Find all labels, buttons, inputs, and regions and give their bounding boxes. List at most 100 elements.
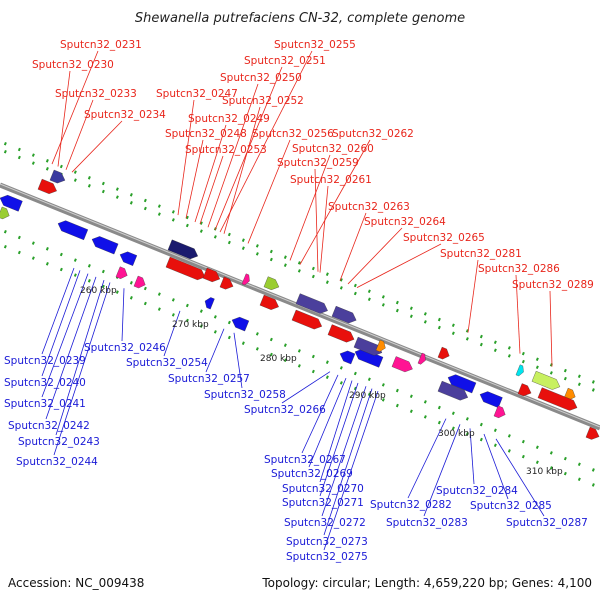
tick-dot	[521, 454, 525, 459]
tick-dot	[381, 383, 385, 387]
tick-dot	[437, 420, 441, 425]
gene-label-top: Sputcn32_0252	[222, 95, 304, 107]
tick-dot	[101, 181, 105, 186]
leader-line-bottom	[319, 380, 353, 483]
tick-dot	[115, 195, 119, 199]
tick-dot	[423, 320, 427, 324]
tick-dot	[493, 340, 497, 345]
gene-feature	[231, 316, 250, 332]
gene-label-bottom: Sputcn32_0241	[4, 398, 86, 410]
tick-dot	[213, 330, 217, 334]
gene-feature	[37, 178, 57, 194]
tick-dot	[185, 215, 189, 220]
tick-dot	[87, 264, 91, 268]
gene-feature	[391, 356, 413, 373]
gene-feature	[241, 273, 250, 286]
leader-line-top	[71, 120, 123, 173]
leader-line-top	[65, 99, 94, 170]
tick-dot	[535, 365, 539, 370]
tick-dot	[87, 279, 91, 283]
tick-dot	[395, 308, 399, 313]
tick-dot	[171, 313, 175, 317]
tick-dot	[31, 256, 35, 260]
tick-dot	[115, 290, 119, 294]
tick-dot	[101, 284, 105, 289]
leader-line-top	[247, 139, 291, 244]
leader-line-bottom	[121, 288, 125, 342]
tick-dot	[171, 210, 175, 214]
leader-line-top	[223, 106, 261, 234]
tick-dot	[129, 296, 133, 300]
gene-label-bottom: Sputcn32_0271	[282, 497, 364, 509]
tick-dot	[577, 477, 581, 482]
gene-label-bottom: Sputcn32_0285	[470, 500, 552, 512]
tick-dot	[59, 252, 63, 257]
tick-dot	[31, 153, 35, 157]
gene-label-bottom: Sputcn32_0242	[8, 420, 90, 432]
tick-dot	[381, 398, 385, 402]
tick-dot	[437, 405, 441, 410]
gene-label-bottom: Sputcn32_0287	[506, 517, 588, 529]
leader-line-top	[177, 99, 195, 216]
gene-feature	[0, 194, 23, 212]
tick-dot	[45, 159, 49, 163]
gene-label-top: Sputcn32_0253	[185, 144, 267, 156]
tick-dot	[507, 449, 511, 453]
tick-dot	[451, 323, 455, 327]
gene-feature	[133, 275, 146, 289]
gene-feature	[515, 364, 524, 377]
gene-label-top: Sputcn32_0230	[32, 59, 114, 71]
tick-dot	[367, 377, 371, 381]
tick-dot	[241, 341, 245, 345]
tick-dot	[465, 417, 469, 421]
leader-line-bottom	[55, 280, 105, 436]
tick-dot	[73, 273, 77, 277]
tick-dot	[45, 167, 49, 171]
tick-dot	[311, 369, 315, 374]
gene-feature	[585, 426, 600, 440]
gene-feature	[165, 256, 206, 281]
gene-label-bottom: Sputcn32_0240	[4, 377, 86, 389]
gene-label-bottom: Sputcn32_0270	[282, 483, 364, 495]
tick-dot	[423, 312, 427, 316]
gene-feature	[291, 309, 323, 330]
gene-feature	[57, 220, 89, 241]
accession-text: Accession: NC_009438	[8, 576, 144, 590]
tick-dot	[115, 187, 119, 191]
leader-line-bottom	[163, 310, 181, 357]
gene-labels: Sputcn32_0231Sputcn32_0230Sputcn32_0233S…	[4, 39, 594, 563]
tick-dot	[269, 257, 273, 262]
tick-dot	[535, 460, 539, 465]
leader-line-bottom	[41, 273, 89, 398]
tick-dot	[213, 235, 217, 239]
gene-feature	[91, 236, 119, 255]
tick-dot	[31, 161, 35, 165]
tick-dot	[451, 411, 455, 415]
tick-dot	[199, 324, 203, 328]
gene-feature	[202, 267, 221, 283]
leader-line-top	[299, 139, 371, 265]
tick-dot	[297, 349, 301, 353]
tick-dot	[493, 428, 497, 433]
tick-dot	[311, 354, 315, 359]
gene-label-bottom: Sputcn32_0283	[386, 517, 468, 529]
tick-dot	[129, 193, 133, 197]
gene-feature	[479, 391, 503, 408]
tick-dot	[493, 348, 497, 353]
tick-dot	[185, 223, 189, 228]
tick-dot	[423, 400, 427, 404]
scale-label: 280 kbp	[260, 354, 297, 364]
scale-label: 310 kbp	[526, 467, 563, 477]
label-leaders	[41, 50, 553, 551]
tick-dot	[465, 337, 469, 341]
tick-dot	[549, 451, 553, 455]
gene-feature	[263, 276, 280, 290]
tick-dot	[227, 232, 231, 237]
tick-dot	[409, 394, 413, 398]
tick-dot	[535, 357, 539, 362]
tick-dot	[3, 230, 7, 234]
tick-dot	[269, 249, 273, 254]
gene-features	[0, 169, 600, 440]
tick-dot	[59, 164, 63, 169]
